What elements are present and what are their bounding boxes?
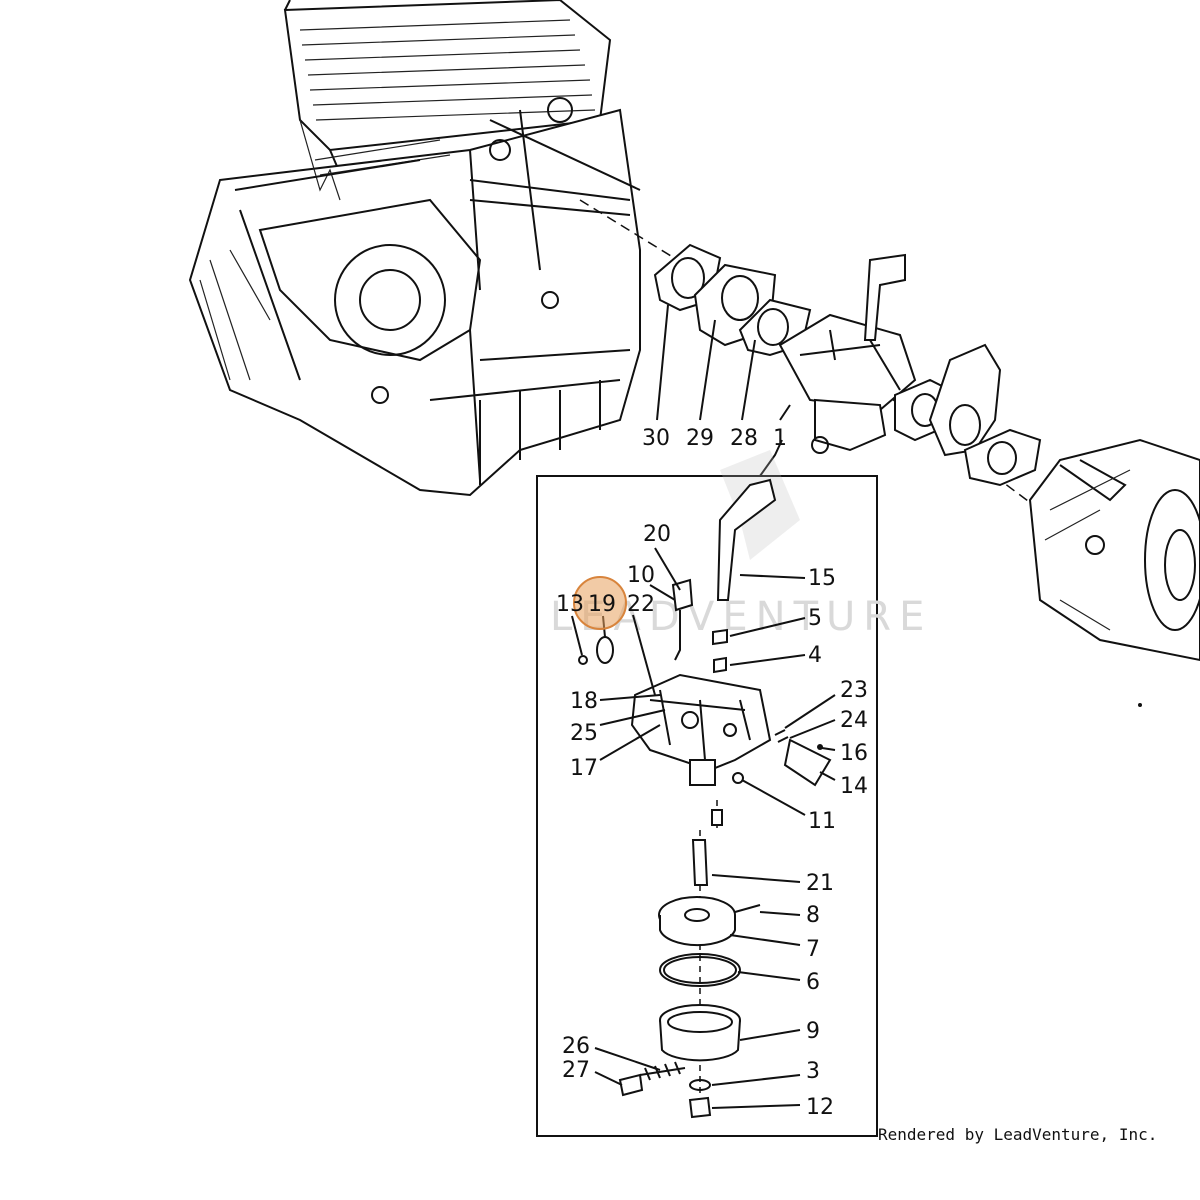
callout-6[interactable]: 6 bbox=[806, 970, 820, 995]
callout-13[interactable]: 13 bbox=[556, 592, 584, 617]
callout-18[interactable]: 18 bbox=[570, 689, 598, 714]
carburetor-assembled bbox=[778, 253, 917, 454]
callout-11[interactable]: 11 bbox=[808, 809, 836, 834]
callout-leaders bbox=[571, 547, 836, 1109]
callout-14[interactable]: 14 bbox=[840, 774, 868, 799]
callout-labels: 30 29 28 1 20 15 10 13 19 22 5 4 18 23 2… bbox=[556, 426, 868, 1120]
air-cleaner-housing bbox=[1028, 438, 1200, 707]
air-cleaner-gaskets bbox=[894, 343, 1042, 487]
callout-1[interactable]: 1 bbox=[773, 426, 787, 451]
callout-3[interactable]: 3 bbox=[806, 1059, 820, 1084]
callout-8[interactable]: 8 bbox=[806, 903, 820, 928]
callout-26[interactable]: 26 bbox=[562, 1034, 590, 1059]
engine-block bbox=[188, 0, 641, 497]
callout-25[interactable]: 25 bbox=[570, 721, 598, 746]
callout-30[interactable]: 30 bbox=[642, 426, 670, 451]
detail-box bbox=[536, 475, 878, 1137]
callout-29[interactable]: 29 bbox=[686, 426, 714, 451]
callout-20[interactable]: 20 bbox=[643, 522, 671, 547]
exploded-carburetor bbox=[578, 478, 832, 1119]
highlight-marker[interactable] bbox=[573, 576, 627, 630]
callout-19[interactable]: 19 bbox=[588, 592, 616, 617]
callout-17[interactable]: 17 bbox=[570, 756, 598, 781]
callout-10[interactable]: 10 bbox=[627, 563, 655, 588]
callout-16[interactable]: 16 bbox=[840, 741, 868, 766]
callout-27[interactable]: 27 bbox=[562, 1058, 590, 1083]
callout-7[interactable]: 7 bbox=[806, 937, 820, 962]
callout-5[interactable]: 5 bbox=[808, 606, 822, 631]
callout-24[interactable]: 24 bbox=[840, 708, 868, 733]
credit-text: Rendered by LeadVenture, Inc. bbox=[878, 1125, 1158, 1144]
callout-21[interactable]: 21 bbox=[806, 871, 834, 896]
callout-28[interactable]: 28 bbox=[730, 426, 758, 451]
callout-22[interactable]: 22 bbox=[627, 592, 655, 617]
callout-15[interactable]: 15 bbox=[808, 566, 836, 591]
intake-gaskets bbox=[653, 243, 812, 357]
callout-9[interactable]: 9 bbox=[806, 1019, 820, 1044]
callout-12[interactable]: 12 bbox=[806, 1095, 834, 1120]
callout-4[interactable]: 4 bbox=[808, 643, 822, 668]
callout-23[interactable]: 23 bbox=[840, 678, 868, 703]
